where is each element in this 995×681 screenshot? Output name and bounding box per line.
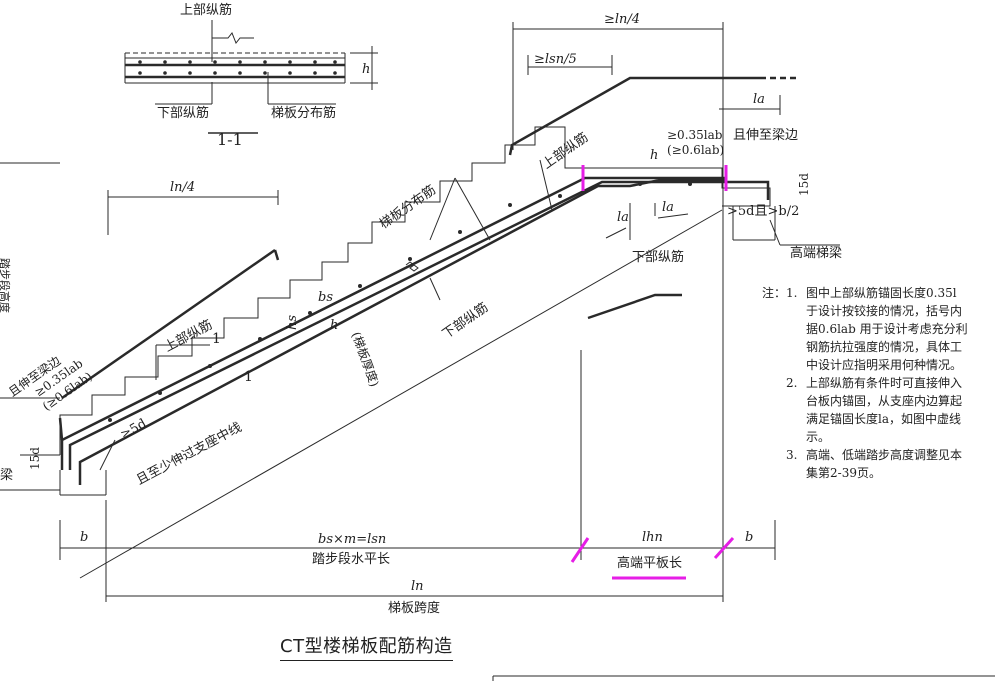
high-beam-label: 高端梯梁 [790,246,843,261]
top-dimensions [107,22,781,570]
bottom-dimensions [59,350,776,602]
fifteen-d-left: 15d [28,447,42,470]
b-left-label: b [80,530,89,545]
la-lower-2: la [662,200,674,215]
step-horizontal-len: 踏步段水平长 [312,552,391,567]
lower-bar-right: 下部纵筋 [632,250,685,265]
note-text: 上部纵筋有条件时可直接伸入 台板内锚固，从支座内边算起 满足锚固长度la，如图中… [806,374,992,446]
beam-left-label: 梁 [0,468,14,483]
ln-quarter-right: ≥ln/4 [604,12,641,27]
note-item-2: 2. 上部纵筋有条件时可直接伸入 台板内锚固，从支座内边算起 满足锚固长度la，… [762,374,995,446]
bs-m-lsn-label: bs×m=lsn [318,532,387,547]
section-h-label: h [362,62,371,77]
extend-to-beam-right: 且伸至梁边 [733,128,799,143]
drawing-title: CT型楼梯板配筋构造 [280,632,453,661]
b-right-label: b [745,530,754,545]
note-line: 台板内锚固，从支座内边算起 [806,394,963,408]
lhn-label: lhn [642,530,663,545]
note-line: 据0.6lab 用于设计考虑充分利 [806,322,968,336]
section-bottom-bar-label: 下部纵筋 [157,106,210,121]
h-right: h [650,148,659,163]
note-number: 1. [786,286,798,300]
section-dist-bar-label: 梯板分布筋 [271,106,337,121]
la-top-right: la [753,92,765,107]
section-mark-1b: 1 [244,369,253,385]
note-text: 图中上部纵筋锚固长度0.35l 于设计按铰接的情况，括号内 据0.6lab 用于… [806,284,992,374]
note-line: 上部纵筋有条件时可直接伸入 [806,376,963,390]
note-number: 2. [786,376,798,390]
span-label: 梯板跨度 [388,601,441,616]
note-text: 高端、低端踏步高度调整见本 集第2-39页。 [806,446,992,482]
note-line: 示。 [806,430,831,444]
note-line: 高端、低端踏步高度调整见本 [806,448,963,462]
anchor-06-right: (≥0.6lab) [667,143,725,157]
section-top-bar-label: 上部纵筋 [180,3,233,18]
hs-label: hs [285,314,300,330]
leader-lines [99,159,840,471]
notes-block: 注： 1. 图中上部纵筋锚固长度0.35l 于设计按铰接的情况，括号内 据0.6… [762,284,995,482]
note-line: 集第2-39页。 [806,466,881,480]
five-d-b2: >5d且>b/2 [727,204,800,219]
note-number: 3. [786,448,798,462]
ln-quarter-left: ln/4 [170,180,196,195]
notes-heading: 注： [762,286,787,300]
section-mark-1a: 1 [212,331,221,347]
fifteen-d-right: 15d [797,173,811,196]
la-lower-1: la [617,210,629,225]
ln-label: ln [411,579,424,594]
note-line: 于设计按铰接的情况，括号内 [806,304,963,318]
note-line: 钢筋抗拉强度的情况，具体工 [806,340,963,354]
rebars [58,76,800,485]
anchor-035-right: ≥0.35lab [667,128,723,142]
note-line: 中设计应指明采用何种情况。 [806,358,963,372]
left-vertical-text: 踏步段高度 [0,258,11,313]
high-flat-len: 高端平板长 [617,556,683,571]
note-line: 图中上部纵筋锚固长度0.35l [806,286,957,300]
pink-markers [570,165,735,580]
lsn-fifth: ≥lsn/5 [534,52,577,67]
stair-outline [0,126,776,579]
section-name: 1-1 [217,130,243,149]
note-line: 满足锚固长度la，如图中虚线 [806,412,961,426]
note-item-1: 注： 1. 图中上部纵筋锚固长度0.35l 于设计按铰接的情况，括号内 据0.6… [762,284,995,374]
h-mid-label: h [330,318,339,333]
section-1-1-detail [124,20,378,134]
note-item-3: 3. 高端、低端踏步高度调整见本 集第2-39页。 [762,446,995,482]
bs-label: bs [318,290,333,305]
